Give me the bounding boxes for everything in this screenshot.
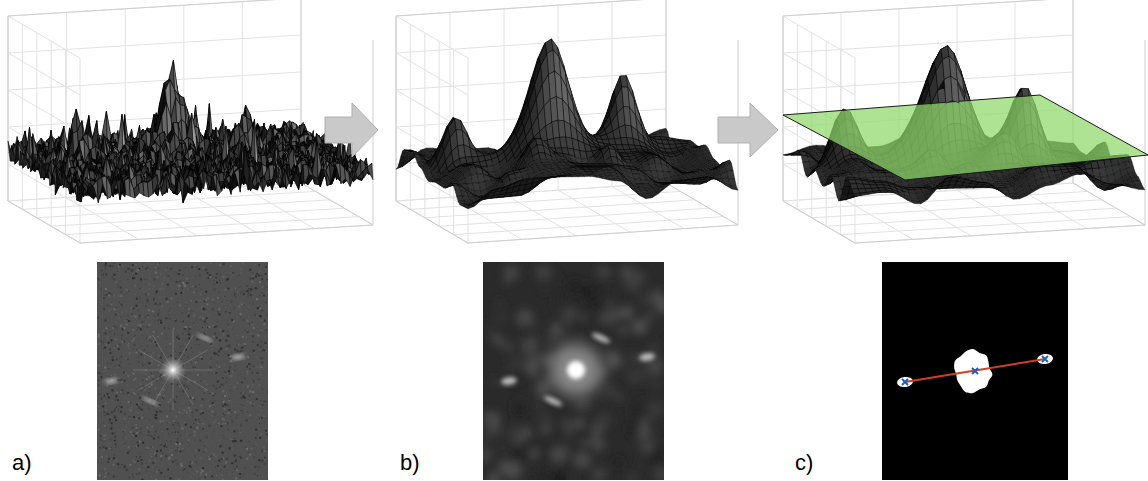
grid-line (8, 90, 80, 132)
grid-line (67, 197, 139, 239)
grid-line (66, 217, 359, 235)
grid-line (8, 53, 80, 95)
grid-line (8, 72, 301, 90)
axis-edge (301, 183, 373, 225)
grid-line (8, 16, 80, 58)
grid-line (51, 208, 344, 226)
surface-mesh (8, 60, 373, 202)
axis-edge (8, 201, 80, 243)
axis-edge (8, 0, 301, 16)
axis-edge (80, 225, 373, 243)
grid-line (242, 187, 314, 229)
raw-spectrum-plot (8, 0, 373, 243)
grid-line (125, 194, 197, 236)
grid-line (8, 35, 301, 53)
grid-line (184, 190, 256, 232)
